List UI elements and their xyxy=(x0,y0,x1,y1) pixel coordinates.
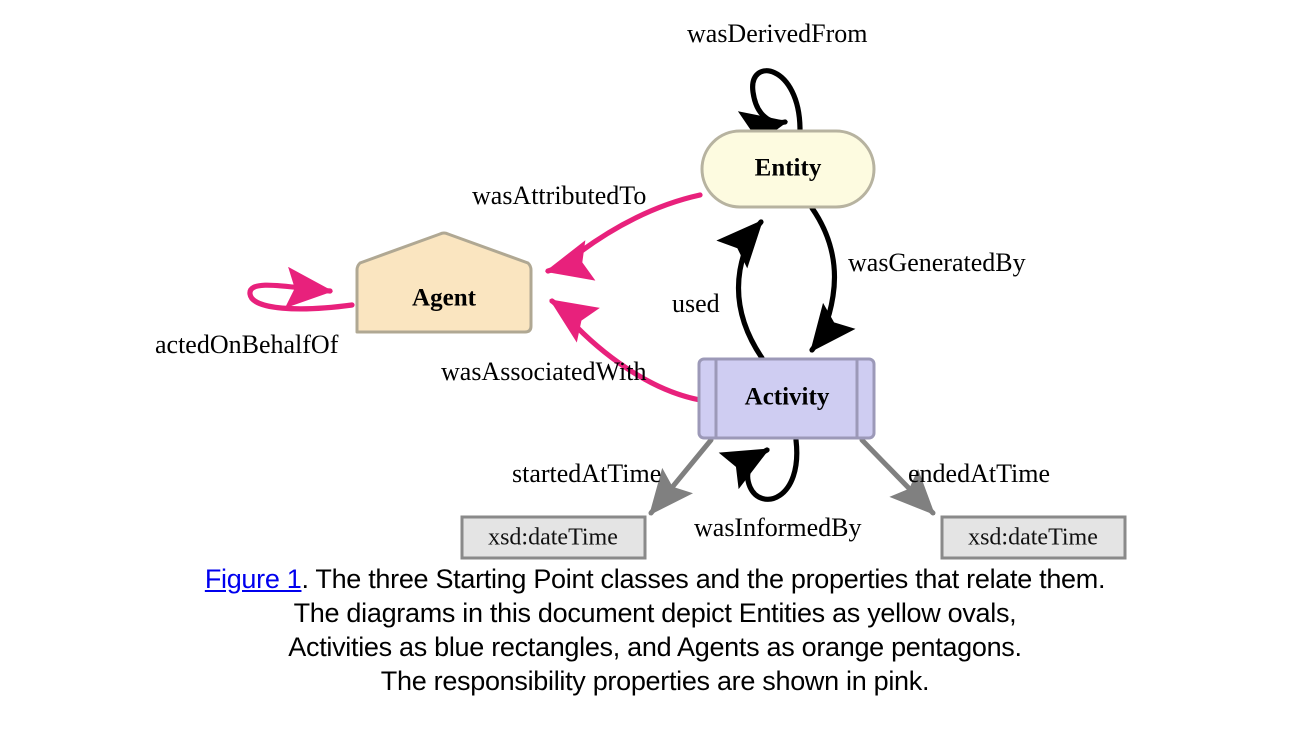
used-arrow xyxy=(716,219,765,361)
entity-label: Entity xyxy=(755,155,822,182)
edge-started-at-time[interactable]: startedAtTime xyxy=(512,437,714,516)
was-attributed-to-arrow xyxy=(544,192,703,281)
caption-line-4: The responsibility properties are shown … xyxy=(380,666,930,696)
edge-label-was-informed-by: wasInformedBy xyxy=(694,513,862,542)
edge-label-was-derived-from: wasDerivedFrom xyxy=(687,19,868,48)
was-informed-by-arrow xyxy=(718,437,800,502)
datetime-start-shape xyxy=(460,515,647,560)
edge-label-ended-at-time: endedAtTime xyxy=(908,459,1050,488)
node-activity[interactable]: Activity xyxy=(697,357,876,440)
was-derived-from-arrow xyxy=(737,68,803,152)
node-agent[interactable]: Agent xyxy=(355,231,533,334)
edge-label-started-at-time: startedAtTime xyxy=(512,459,661,488)
caption-line-2: The diagrams in this document depict Ent… xyxy=(293,598,1017,628)
was-generated-by-arrow xyxy=(809,205,856,353)
acted-on-behalf-of-arrow xyxy=(247,266,355,312)
edge-label-acted-on-behalf-of: actedOnBehalfOf xyxy=(155,330,339,359)
edge-label-was-generated-by: wasGeneratedBy xyxy=(848,248,1026,277)
agent-label: Agent xyxy=(412,285,477,312)
edge-was-associated-with[interactable]: wasAssociatedWith xyxy=(441,298,703,403)
ended-at-time-arrow xyxy=(859,437,936,516)
edge-was-generated-by[interactable]: wasGeneratedBy xyxy=(809,205,1026,353)
activity-shape xyxy=(697,357,876,440)
started-at-time-arrow xyxy=(648,437,714,516)
figure-caption: Figure 1. The three Starting Point class… xyxy=(0,562,1310,698)
caption-line-1-rest: . The three Starting Point classes and t… xyxy=(301,564,1106,594)
node-datetime-end[interactable]: xsd:dateTime xyxy=(940,515,1127,560)
datetime-end-label: xsd:dateTime xyxy=(968,525,1098,551)
edge-was-derived-from[interactable]: wasDerivedFrom xyxy=(687,19,868,152)
node-datetime-start[interactable]: xsd:dateTime xyxy=(460,515,647,560)
edge-ended-at-time[interactable]: endedAtTime xyxy=(859,437,1050,516)
node-entity[interactable]: Entity xyxy=(700,129,876,209)
caption-line-1: Figure 1. The three Starting Point class… xyxy=(0,562,1310,596)
datetime-end-shape xyxy=(940,515,1127,560)
edge-was-informed-by[interactable]: wasInformedBy xyxy=(694,437,862,542)
figure-1-link[interactable]: Figure 1 xyxy=(204,564,302,594)
entity-shape xyxy=(700,129,876,209)
caption-line-3: Activities as blue rectangles, and Agent… xyxy=(288,632,1022,662)
edge-label-was-attributed-to: wasAttributedTo xyxy=(472,181,646,210)
activity-label: Activity xyxy=(745,384,830,411)
edge-used[interactable]: used xyxy=(672,219,765,361)
edge-was-attributed-to[interactable]: wasAttributedTo xyxy=(472,181,703,281)
was-associated-with-arrow xyxy=(549,298,703,403)
agent-shape xyxy=(355,231,533,334)
edge-label-used: used xyxy=(672,289,720,318)
edge-acted-on-behalf-of[interactable]: actedOnBehalfOf xyxy=(155,266,355,359)
edge-label-was-associated-with: wasAssociatedWith xyxy=(441,357,646,386)
datetime-start-label: xsd:dateTime xyxy=(488,525,618,551)
